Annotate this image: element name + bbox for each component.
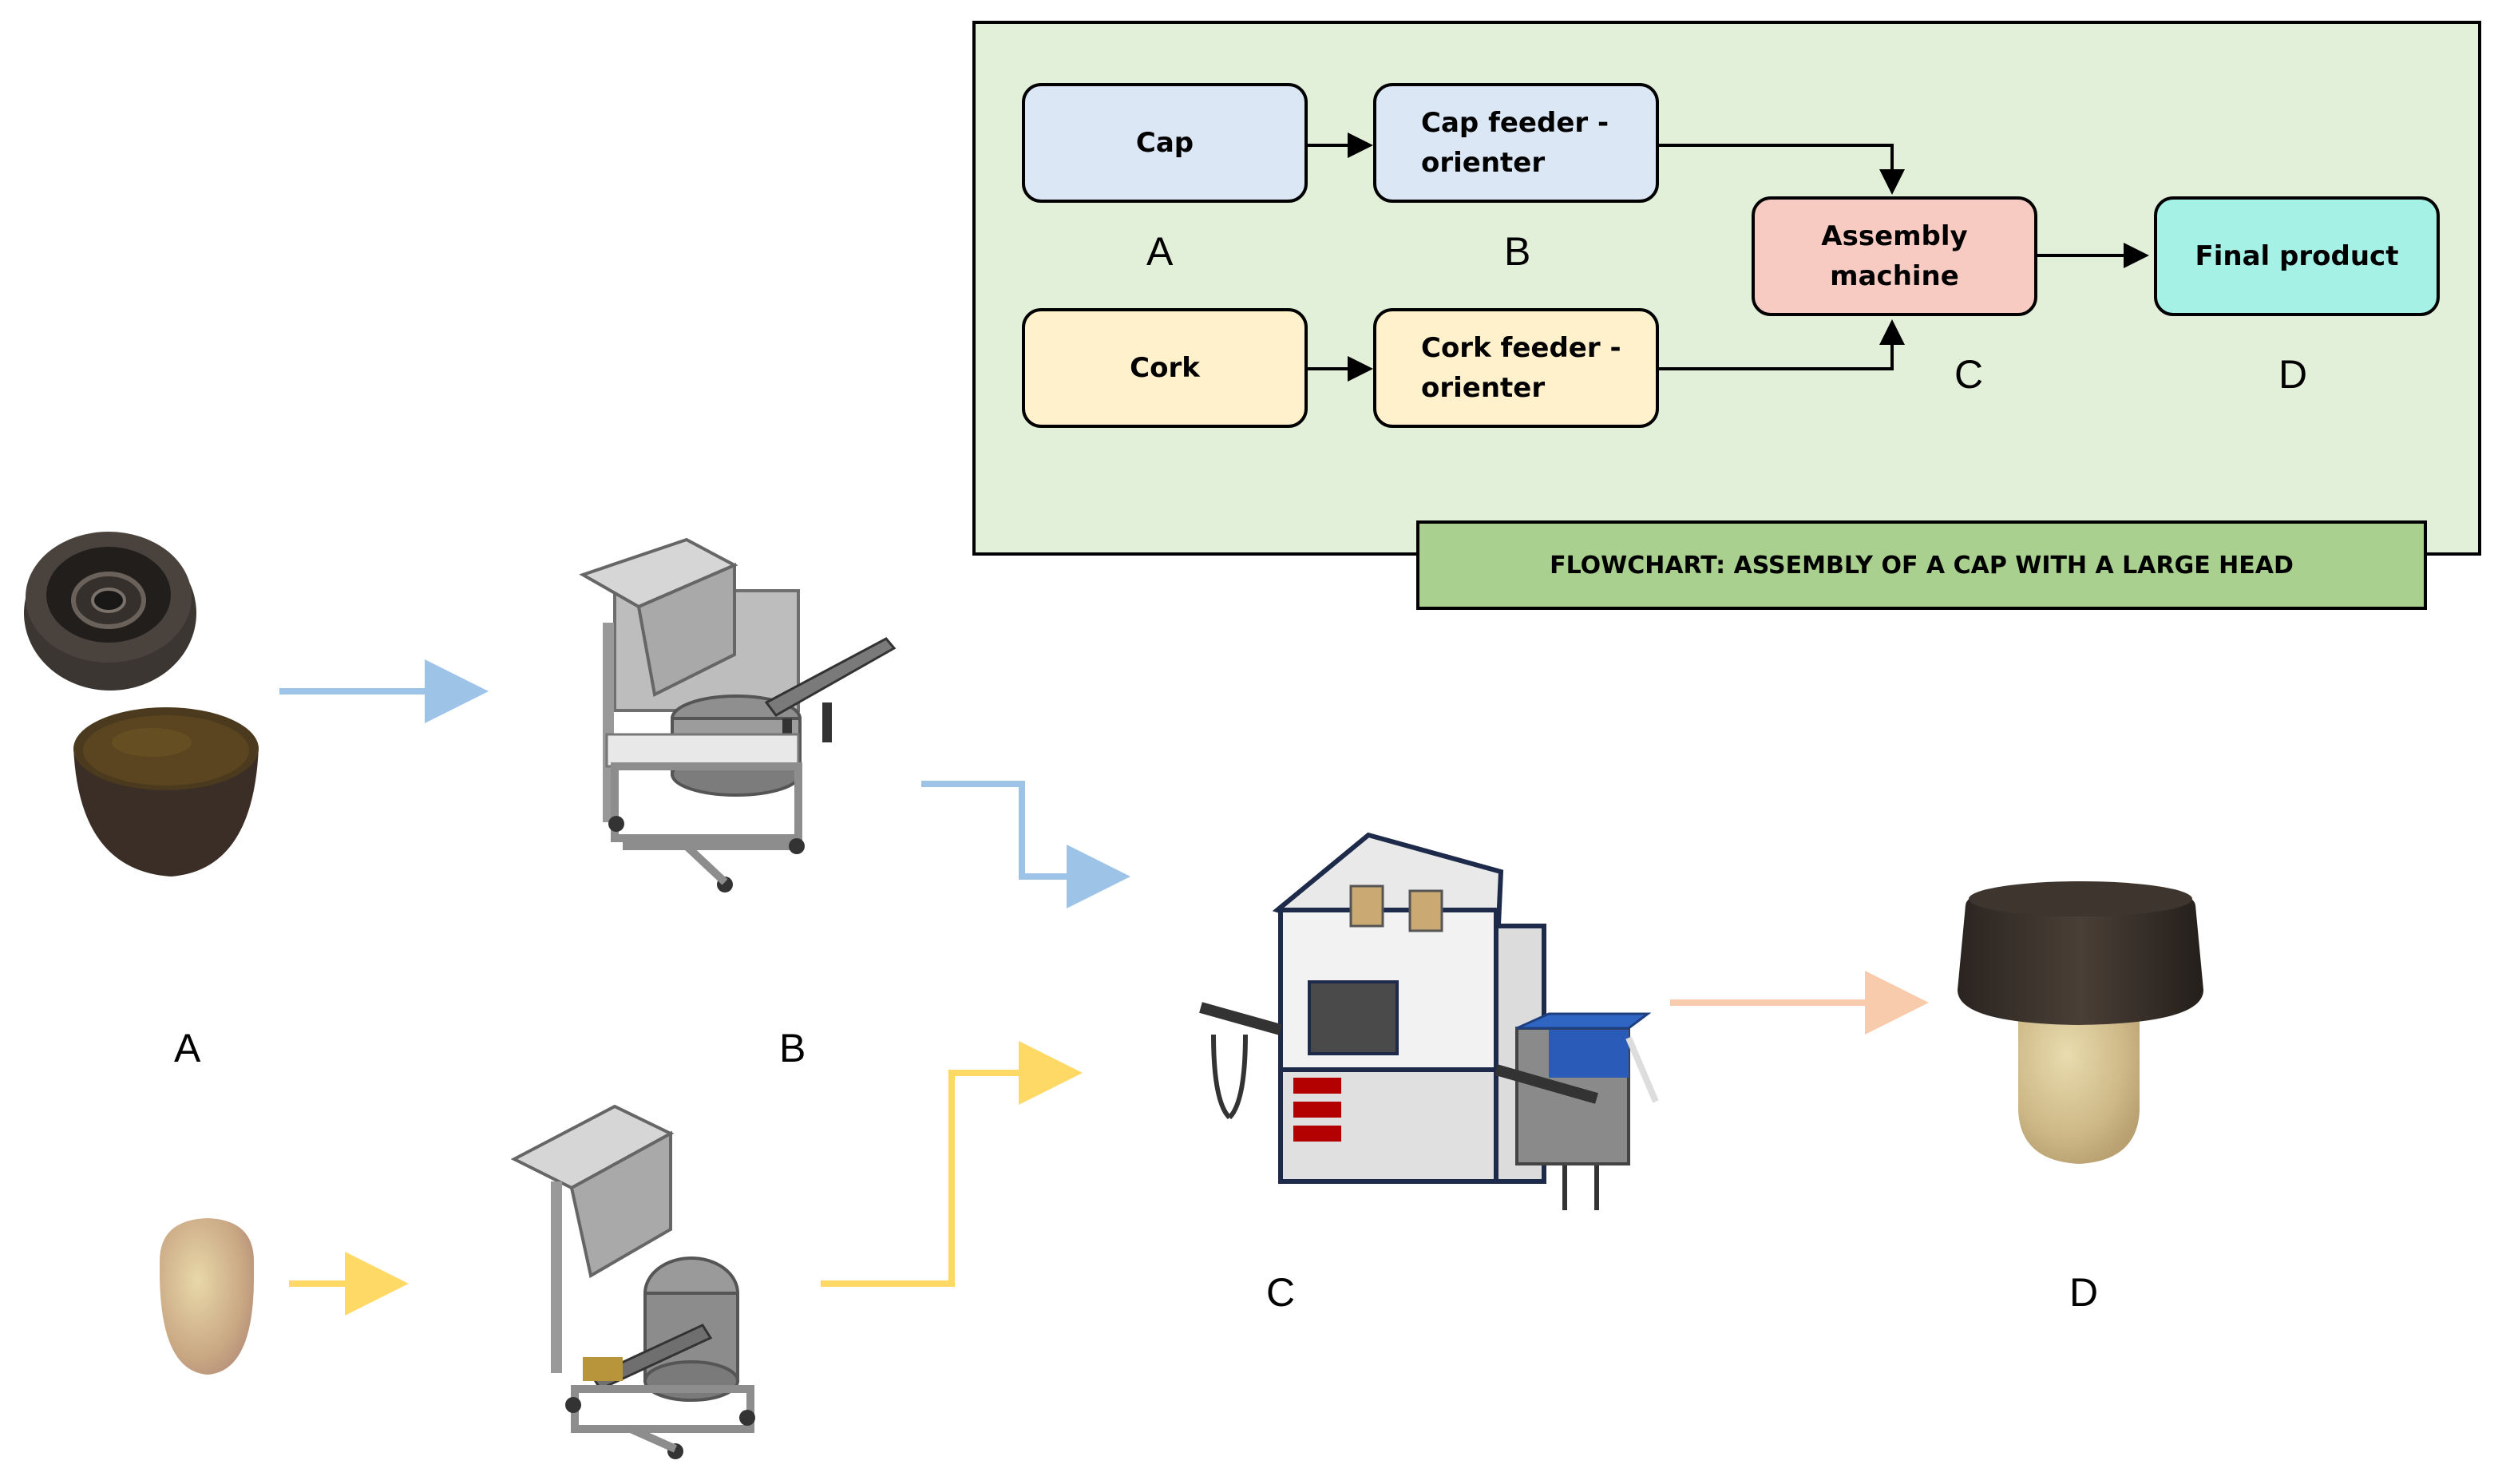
cap-feeder-to-assembly-arrow [921, 781, 1130, 908]
photo-label-c: C [1266, 1270, 1296, 1315]
flowchart-label-a: A [1146, 229, 1174, 274]
node-final-product: Final product [2154, 196, 2440, 316]
cap-head-photo [24, 532, 196, 691]
photo-label-d: D [2069, 1270, 2099, 1315]
node-cap-feeder: Cap feeder - orienter [1373, 83, 1659, 203]
flowchart-label-b: B [1504, 229, 1531, 274]
cap-inner-photo [73, 707, 259, 877]
photo-label-b: B [779, 1026, 806, 1070]
node-cork: Cork [1022, 308, 1308, 428]
cork-feeder-machine-rendering [510, 1104, 755, 1459]
final-product-photo [1958, 881, 2203, 1164]
flowchart-label-d: D [2278, 352, 2308, 397]
node-cap: Cap [1022, 83, 1308, 203]
flowchart-title: FLOWCHART: ASSEMBLY OF A CAP WITH A LARG… [1416, 520, 2427, 610]
cork-blank-photo [160, 1218, 254, 1375]
assembly-machine-rendering [1199, 832, 1659, 1210]
cap-feeder-machine-rendering [579, 537, 897, 892]
node-assembly-machine: Assembly machine [1752, 196, 2037, 316]
node-cork-feeder: Cork feeder - orienter [1373, 308, 1659, 428]
photo-label-a: A [174, 1026, 201, 1070]
flowchart-label-c: C [1954, 352, 1984, 397]
cork-feeder-to-assembly-arrow [821, 1041, 1083, 1287]
